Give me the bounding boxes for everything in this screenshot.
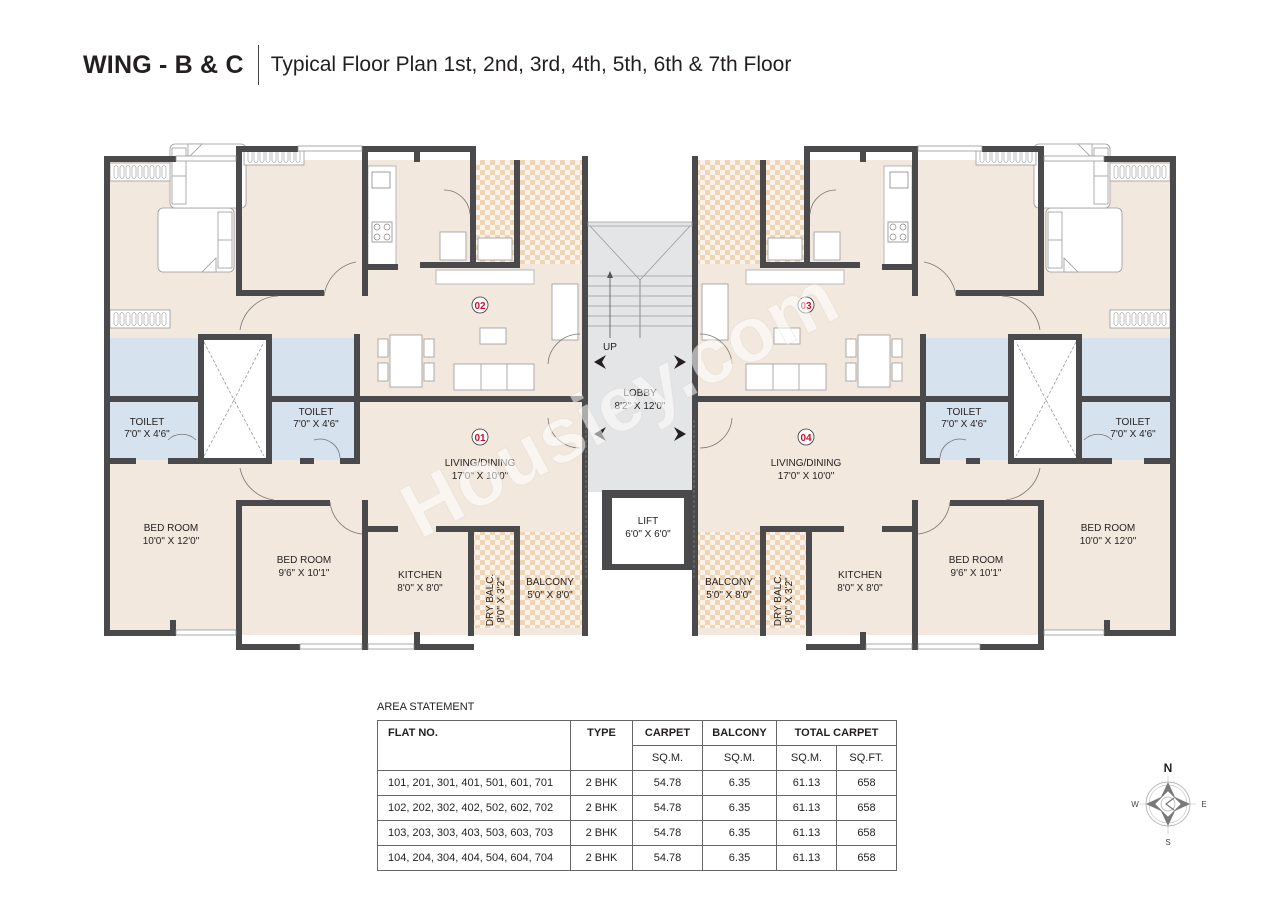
flat-badge-01: 01 [471, 428, 489, 446]
stair-up-label: UP [603, 342, 617, 353]
plan-subtitle: Typical Floor Plan 1st, 2nd, 3rd, 4th, 5… [270, 53, 792, 76]
col-type: TYPE [570, 720, 633, 771]
col-balcony: BALCONY [702, 720, 777, 746]
cell-total-sqft: 658 [836, 795, 897, 821]
cell-total-sqm: 61.13 [776, 795, 837, 821]
svg-text:9'6" X 10'1": 9'6" X 10'1" [951, 568, 1002, 579]
cell-flats: 103, 203, 303, 403, 503, 603, 703 [377, 820, 571, 846]
cell-total-sqm: 61.13 [776, 845, 837, 871]
svg-text:BED ROOM: BED ROOM [1081, 523, 1135, 534]
flat-badge-02: 02 [471, 296, 489, 314]
svg-text:N: N [1164, 761, 1173, 775]
svg-text:DRY BALC.: DRY BALC. [485, 574, 496, 626]
svg-text:7'0" X 4'6": 7'0" X 4'6" [941, 419, 987, 430]
svg-text:BALCONY: BALCONY [705, 577, 753, 588]
lobby-label: LOBBY [623, 388, 657, 399]
cell-balcony: 6.35 [702, 795, 777, 821]
cell-flats: 102, 202, 302, 402, 502, 602, 702 [377, 795, 571, 821]
svg-text:TOILET: TOILET [299, 407, 334, 418]
table-row: 101, 201, 301, 401, 501, 601, 701 2 BHK … [377, 770, 897, 796]
table-row: 102, 202, 302, 402, 502, 602, 702 2 BHK … [377, 795, 897, 821]
lobby-arrows [594, 355, 686, 441]
svg-text:17'0" X 10'0": 17'0" X 10'0" [452, 471, 509, 482]
title-divider [257, 45, 259, 85]
svg-text:KITCHEN: KITCHEN [838, 570, 882, 581]
col-total-carpet: TOTAL CARPET [776, 720, 897, 746]
north-compass-icon: N W E S [1131, 761, 1206, 847]
svg-text:BED ROOM: BED ROOM [277, 555, 331, 566]
svg-text:17'0" X 10'0": 17'0" X 10'0" [778, 471, 835, 482]
room-labels-left: TOILET 7'0" X 4'6" TOILET 7'0" X 4'6" LI… [124, 407, 574, 626]
table-row: 103, 203, 303, 403, 503, 603, 703 2 BHK … [377, 820, 897, 846]
svg-text:04: 04 [800, 433, 812, 444]
svg-text:10'0" X 12'0": 10'0" X 12'0" [1080, 536, 1137, 547]
flats-03-04-block [692, 144, 1176, 650]
cell-total-sqm: 61.13 [776, 770, 837, 796]
svg-text:01: 01 [474, 433, 486, 444]
svg-text:7'0" X 4'6": 7'0" X 4'6" [293, 419, 339, 430]
svg-text:5'0" X 8'0": 5'0" X 8'0" [527, 590, 573, 601]
cell-total-sqft: 658 [836, 770, 897, 796]
svg-text:KITCHEN: KITCHEN [398, 570, 442, 581]
svg-text:E: E [1201, 800, 1206, 809]
lobby-dim: 8'2" X 12'0" [615, 401, 666, 412]
cell-balcony: 6.35 [702, 770, 777, 796]
col-flat-no: FLAT NO. [377, 720, 571, 771]
svg-text:8'0" X 8'0": 8'0" X 8'0" [837, 583, 883, 594]
svg-text:LIVING/DINING: LIVING/DINING [771, 458, 842, 469]
flats-01-02-block [104, 144, 588, 650]
table-row: 104, 204, 304, 404, 504, 604, 704 2 BHK … [377, 845, 897, 871]
svg-text:BALCONY: BALCONY [526, 577, 574, 588]
cell-type: 2 BHK [570, 845, 633, 871]
area-statement-title: AREA STATEMENT [377, 701, 475, 713]
cell-carpet: 54.78 [632, 795, 703, 821]
svg-text:TOILET: TOILET [947, 407, 982, 418]
cell-carpet: 54.78 [632, 820, 703, 846]
svg-text:DRY BALC.: DRY BALC. [773, 574, 784, 626]
svg-text:7'0" X 4'6": 7'0" X 4'6" [1110, 429, 1156, 440]
svg-text:BED ROOM: BED ROOM [144, 523, 198, 534]
lift-label: LIFT [638, 516, 659, 527]
svg-text:5'0" X 8'0": 5'0" X 8'0" [706, 590, 752, 601]
unit-total-sqm: SQ.M. [776, 745, 837, 771]
svg-text:LIVING/DINING: LIVING/DINING [445, 458, 516, 469]
cell-type: 2 BHK [570, 770, 633, 796]
cell-type: 2 BHK [570, 820, 633, 846]
svg-text:TOILET: TOILET [130, 417, 165, 428]
svg-text:02: 02 [474, 301, 486, 312]
svg-text:8'0" X 8'0": 8'0" X 8'0" [397, 583, 443, 594]
lift-dim: 6'0" X 6'0" [625, 529, 671, 540]
svg-text:BED ROOM: BED ROOM [949, 555, 1003, 566]
cell-balcony: 6.35 [702, 820, 777, 846]
stair-lobby-core: UP LOBBY 8'2" X 12'0" LIFT 6'0" X 6'0" [587, 221, 693, 570]
svg-text:TOILET: TOILET [1116, 417, 1151, 428]
cell-flats: 101, 201, 301, 401, 501, 601, 701 [377, 770, 571, 796]
area-statement-table: FLAT NO. TYPE CARPET BALCONY TOTAL CARPE… [377, 720, 897, 871]
cell-carpet: 54.78 [632, 845, 703, 871]
flat-badge-04: 04 [797, 428, 815, 446]
unit-carpet: SQ.M. [632, 745, 703, 771]
cell-type: 2 BHK [570, 795, 633, 821]
cell-total-sqft: 658 [836, 820, 897, 846]
wing-title: WING - B & C [83, 50, 244, 79]
svg-text:7'0" X 4'6": 7'0" X 4'6" [124, 429, 170, 440]
svg-text:W: W [1131, 800, 1139, 809]
flat-badge-03: 03 [797, 296, 815, 314]
svg-text:8'0" X 3'2": 8'0" X 3'2" [496, 577, 507, 623]
cell-flats: 104, 204, 304, 404, 504, 604, 704 [377, 845, 571, 871]
svg-text:9'6" X 10'1": 9'6" X 10'1" [279, 568, 330, 579]
col-carpet: CARPET [632, 720, 703, 746]
svg-text:03: 03 [800, 301, 812, 312]
svg-text:10'0" X 12'0": 10'0" X 12'0" [143, 536, 200, 547]
svg-text:8'0" X 3'2": 8'0" X 3'2" [784, 577, 795, 623]
cell-carpet: 54.78 [632, 770, 703, 796]
svg-text:S: S [1165, 838, 1170, 847]
plan-title: WING - B & C Typical Floor Plan 1st, 2nd… [83, 44, 791, 86]
cell-total-sqm: 61.13 [776, 820, 837, 846]
cell-balcony: 6.35 [702, 845, 777, 871]
unit-balcony: SQ.M. [702, 745, 777, 771]
unit-total-sqft: SQ.FT. [836, 745, 897, 771]
cell-total-sqft: 658 [836, 845, 897, 871]
room-labels-right: TOILET 7'0" X 4'6" TOILET 7'0" X 4'6" LI… [705, 407, 1156, 626]
